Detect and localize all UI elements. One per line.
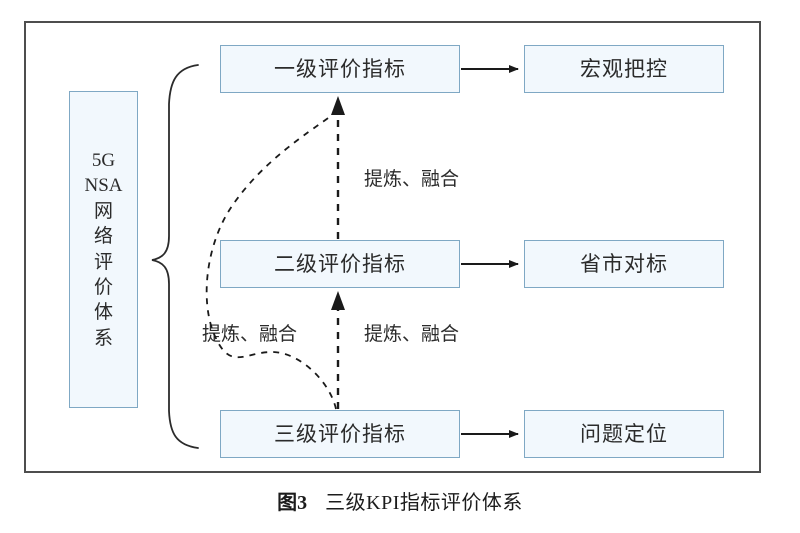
node-outcome-2: 省市对标	[524, 240, 724, 288]
node-level-1: 一级评价指标	[220, 45, 460, 93]
node-level-2-label: 二级评价指标	[274, 251, 406, 276]
node-outcome-3: 问题定位	[524, 410, 724, 458]
node-level-2: 二级评价指标	[220, 240, 460, 288]
node-outcome-1: 宏观把控	[524, 45, 724, 93]
system-label-line-5: 价	[93, 276, 113, 298]
figure-caption: 图3 三级KPI指标评价体系	[0, 486, 800, 515]
system-label-line-2: 网	[93, 200, 113, 222]
node-outcome-1-label: 宏观把控	[580, 56, 668, 81]
node-outcome-3-label: 问题定位	[580, 421, 668, 446]
system-scope-box: 5G NSA 网 络 评 价 体 系	[69, 91, 138, 408]
system-label-line-0: 5G	[91, 149, 116, 171]
figure-caption-text: 三级KPI指标评价体系	[325, 492, 523, 514]
node-level-1-label: 一级评价指标	[274, 56, 406, 81]
system-label-line-7: 系	[93, 327, 113, 349]
system-label-line-3: 络	[93, 226, 113, 248]
figure-caption-index: 图3	[277, 492, 308, 514]
node-outcome-2-label: 省市对标	[580, 251, 668, 276]
system-label-line-6: 体	[93, 302, 113, 324]
system-scope-label: 5G NSA 网 络 评 价 体 系	[84, 148, 122, 352]
system-label-line-1: NSA	[84, 175, 123, 197]
node-level-3-label: 三级评价指标	[274, 421, 406, 446]
edge-label-level3-to-level2: 提炼、融合	[364, 324, 460, 345]
system-label-line-4: 评	[93, 251, 113, 273]
edge-label-level3-to-level1: 提炼、融合	[202, 324, 298, 345]
node-level-3: 三级评价指标	[220, 410, 460, 458]
edge-label-level2-to-level1: 提炼、融合	[364, 169, 460, 190]
